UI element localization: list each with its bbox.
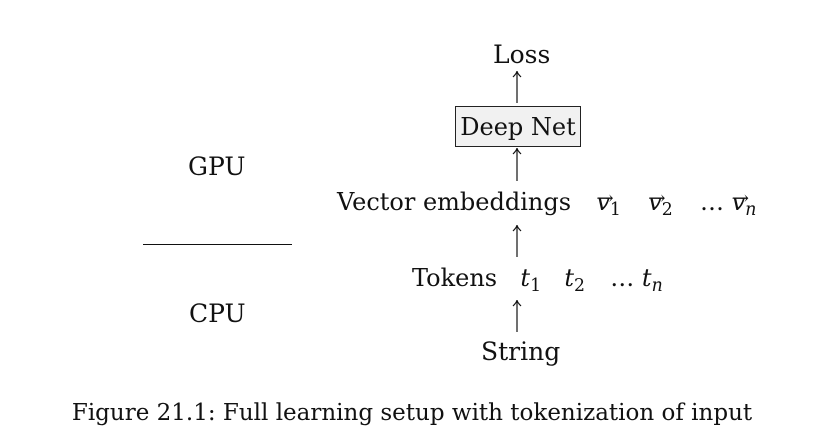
token-tn: tn (641, 264, 663, 296)
string-input-label: String (481, 337, 561, 366)
token-ellipsis: … (610, 264, 635, 292)
vector-arrow-icon: → (650, 187, 666, 209)
gpu-cpu-divider (143, 244, 292, 245)
token-t2: t2 (564, 264, 585, 296)
loss-label: Loss (493, 40, 551, 69)
vector-arrow-icon: → (733, 187, 749, 209)
tokens-to-embeddings-arrow (512, 224, 522, 257)
vector-embeddings-row: Vector embeddings → v1 → v2 … → vn (337, 187, 757, 220)
gpu-label: GPU (188, 152, 246, 181)
tokens-label: Tokens (412, 264, 498, 292)
embedding-v1: → v1 (596, 187, 621, 220)
deep-net-box: Deep Net (455, 106, 581, 147)
figure-caption: Figure 21.1: Full learning setup with to… (71, 400, 753, 426)
deepnet-to-loss-arrow (512, 70, 522, 103)
embedding-ellipsis: … (700, 188, 725, 216)
embedding-vn: → vn (731, 187, 757, 220)
vector-arrow-icon: → (598, 187, 614, 209)
tokens-row: Tokens t1 t2 … tn (412, 266, 663, 295)
embedding-v2: → v2 (648, 187, 673, 220)
token-t1: t1 (520, 264, 542, 296)
embeddings-to-deepnet-arrow (512, 147, 522, 181)
vector-embeddings-label: Vector embeddings (337, 188, 572, 216)
string-to-tokens-arrow (512, 299, 522, 332)
cpu-label: CPU (189, 299, 246, 328)
